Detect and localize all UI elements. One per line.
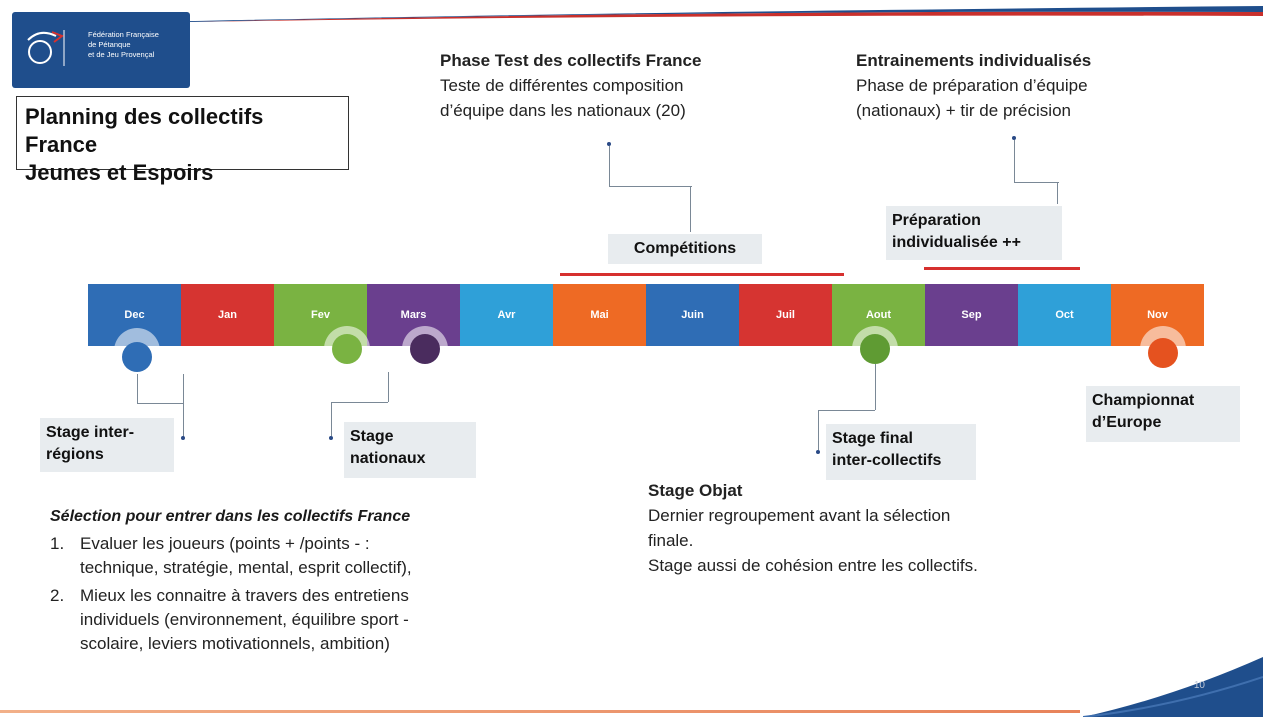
stage-nationaux-connector-h [331, 402, 388, 403]
stage-inter-line2: régions [46, 446, 104, 463]
month-label: Juin [681, 309, 704, 321]
stage-nationaux-label: Stage nationaux [344, 422, 476, 478]
page-title-line2: Jeunes et Espoirs [25, 160, 214, 185]
list-item-line: individuels (environnement, équilibre sp… [80, 610, 409, 629]
stage-inter-connector-v [183, 403, 184, 437]
phase-test-block: Phase Test des collectifs France Teste d… [440, 48, 770, 123]
stage-objat-line2: finale. [648, 531, 694, 550]
entrainements-line1: Phase de préparation d’équipe [856, 76, 1088, 95]
month-label: Oct [1055, 309, 1074, 321]
selection-list: 1. Evaluer les joueurs (points + /points… [50, 532, 510, 656]
milestone-dot [1148, 338, 1178, 368]
connector-dot [181, 436, 185, 440]
phase-test-line2: d’équipe dans les nationaux (20) [440, 101, 686, 120]
month-label: Juil [776, 309, 795, 321]
stage-nationaux-connector-v [331, 402, 332, 436]
month-label: Nov [1147, 309, 1168, 321]
logo-text: Fédération Française de Pétanque et de J… [88, 30, 184, 60]
entrainements-block: Entrainements individualisés Phase de pr… [856, 48, 1156, 123]
federation-logo: Fédération Française de Pétanque et de J… [12, 12, 190, 88]
connector-dot [329, 436, 333, 440]
preparation-label-line1: Préparation [892, 212, 981, 229]
month-cell: Oct [1018, 284, 1111, 346]
entrainements-line2: (nationaux) + tir de précision [856, 101, 1071, 120]
milestone-dot [122, 342, 152, 372]
logo-line: Fédération Française [88, 30, 159, 39]
petanque-logo-icon [27, 30, 65, 66]
month-cell: Avr [460, 284, 553, 346]
bottom-accent-line [0, 710, 1080, 713]
month-label: Sep [961, 309, 982, 321]
stage-nationaux-line2: nationaux [350, 450, 426, 467]
month-cell: Sep [925, 284, 1018, 346]
stage-final-line2: inter-collectifs [832, 452, 942, 469]
month-label: Mai [590, 309, 609, 321]
month-label: Jan [218, 309, 237, 321]
list-item: 2. Mieux les connaitre à travers des ent… [50, 584, 510, 656]
list-item-line: Mieux les connaitre à travers des entret… [80, 586, 409, 605]
list-item-line: scolaire, leviers motivationnels, ambiti… [80, 634, 390, 653]
selection-title: Sélection pour entrer dans les collectif… [50, 508, 411, 525]
logo-line: de Pétanque [88, 40, 131, 49]
stage-final-connector [875, 364, 876, 410]
stage-inter-connector-h [137, 403, 183, 404]
page-title-line1: Planning des collectifs France [25, 104, 264, 157]
top-decorative-band [0, 0, 1263, 22]
stage-objat-block: Stage Objat Dernier regroupement avant l… [648, 478, 1068, 578]
stage-inter-connector [137, 374, 184, 404]
month-label: Fev [311, 309, 330, 321]
entrainements-heading: Entrainements individualisés [856, 51, 1092, 70]
list-item-line: technique, stratégie, mental, esprit col… [80, 558, 412, 577]
championnat-europe-label: Championnat d’Europe [1086, 386, 1240, 442]
month-label: Aout [865, 309, 892, 321]
milestone-dot [860, 334, 890, 364]
milestone-dot [410, 334, 440, 364]
connector-dot [607, 142, 611, 146]
milestone-dot [332, 334, 362, 364]
phase-test-heading: Phase Test des collectifs France [440, 51, 702, 70]
preparation-label-line2: individualisée ++ [892, 234, 1021, 251]
month-label: Mars [400, 309, 427, 321]
stage-objat-line3: Stage aussi de cohésion entre les collec… [648, 556, 978, 575]
phase-test-connector [609, 146, 692, 187]
month-label: Dec [124, 309, 145, 321]
stage-objat-heading: Stage Objat [648, 481, 743, 500]
entrainements-connector [1014, 140, 1059, 183]
stage-inter-regions-label: Stage inter- régions [40, 418, 174, 472]
championnat-line2: d’Europe [1092, 414, 1162, 431]
stage-inter-connector-down [137, 374, 138, 404]
phase-test-connector-down [690, 186, 691, 232]
entrainements-connector-down [1057, 182, 1058, 204]
stage-final-line1: Stage final [832, 430, 913, 447]
list-item-line: Evaluer les joueurs (points + /points - … [80, 534, 370, 553]
month-cell: Jan [181, 284, 274, 346]
connector-dot [816, 450, 820, 454]
list-item: 1. Evaluer les joueurs (points + /points… [50, 532, 510, 580]
bottom-decorative-curve [1083, 657, 1263, 717]
month-label: Avr [497, 309, 516, 321]
stage-final-connector-h [818, 410, 875, 411]
stage-objat-line1: Dernier regroupement avant la sélection [648, 506, 951, 525]
month-cell: Mai [553, 284, 646, 346]
list-item-number: 2. [50, 586, 65, 605]
stage-final-connector-v [818, 410, 819, 450]
preparation-span-line [924, 267, 1080, 270]
stage-nationaux-connector [388, 372, 389, 402]
connector-dot [1012, 136, 1016, 140]
preparation-label: Préparation individualisée ++ [886, 206, 1062, 260]
stage-nationaux-line1: Stage [350, 428, 394, 445]
competitions-span-line [560, 273, 844, 276]
month-cell: Juin [646, 284, 739, 346]
month-cell: Juil [739, 284, 832, 346]
stage-inter-line1: Stage inter- [46, 424, 135, 441]
page-title-box: Planning des collectifs France Jeunes et… [16, 96, 349, 185]
stage-final-label: Stage final inter-collectifs [826, 424, 976, 480]
competitions-label: Compétitions [608, 234, 762, 264]
list-item-number: 1. [50, 534, 65, 553]
page-number: 10 [1193, 680, 1205, 691]
championnat-line1: Championnat [1092, 392, 1195, 409]
phase-test-line1: Teste de différentes composition [440, 76, 684, 95]
logo-line: et de Jeu Provençal [88, 50, 155, 59]
